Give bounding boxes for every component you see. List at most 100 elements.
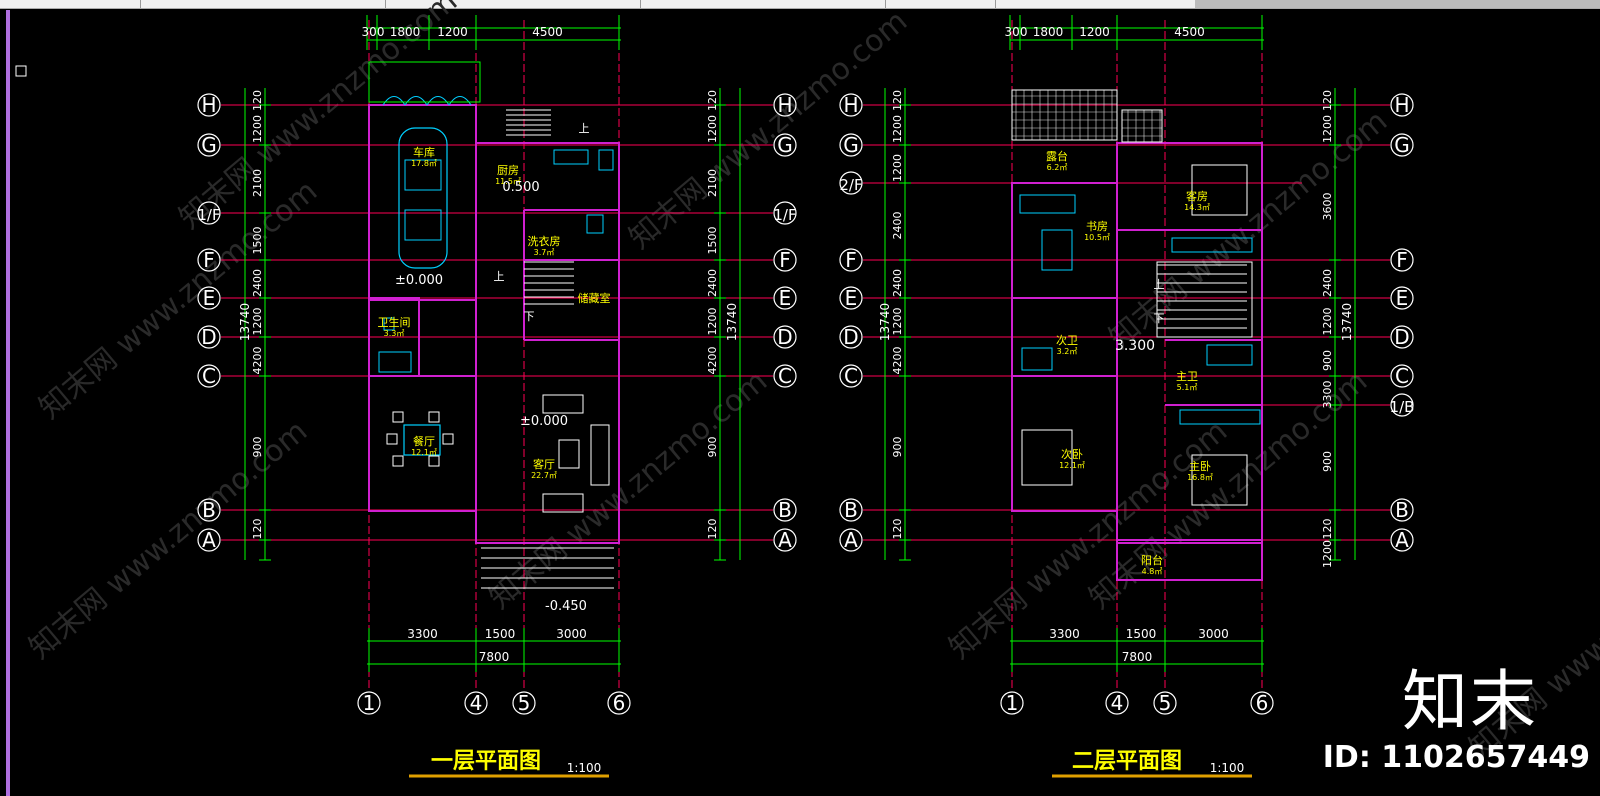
side-dim-text: 900 (1321, 350, 1334, 371)
column-bubble-circle (1000, 691, 1024, 715)
room-name: 餐厅 (413, 434, 435, 448)
total-height-text: 13740 (238, 303, 252, 341)
row-bubble-left-label: E (845, 286, 858, 310)
dining-chair (392, 455, 404, 467)
side-dim-text: 3300 (1321, 381, 1334, 409)
row-bubble-right-label: D (1394, 325, 1409, 349)
bed-guest (1191, 164, 1248, 216)
row-bubble-left-label: C (844, 364, 858, 388)
room-area: 3.3㎡ (384, 329, 405, 338)
column-bubble-circle (1250, 691, 1274, 715)
room-name: 储藏室 (578, 291, 611, 305)
column-bubble-label: 1 (1006, 691, 1019, 715)
side-dim-text: 120 (1321, 90, 1334, 111)
room-area: 5.1㎡ (1177, 383, 1198, 392)
room-area: 12.1㎡ (1059, 461, 1085, 470)
row-bubble-left-label: C (202, 364, 216, 388)
room-name: 阳台 (1141, 553, 1163, 567)
row-bubble-right-label: 1/F (773, 206, 796, 224)
row-bubble-left-label: D (201, 325, 216, 349)
stair-label: 上 (494, 270, 505, 283)
side-dim-text: 120 (891, 90, 904, 111)
row-bubble-left-label: F (845, 248, 857, 272)
row-bubble-right-label: A (778, 528, 792, 552)
row-bubble-left-circle (839, 498, 863, 522)
room-name: 次卧 (1061, 447, 1083, 461)
room-name: 露台 (1046, 149, 1068, 163)
row-bubble-left-circle (839, 325, 863, 349)
row-bubble-right-label: D (777, 325, 792, 349)
canopy-outline (368, 61, 481, 103)
plan-title: 二层平面图 (1072, 749, 1182, 774)
column-bubble-label: 5 (518, 691, 531, 715)
side-dim-text: 4200 (251, 347, 264, 375)
row-bubble-right-label: G (777, 133, 793, 157)
bottom-dim-text: 3300 (407, 627, 438, 641)
level-mark: 3.300 (1115, 338, 1155, 354)
row-bubble-right-label: B (1395, 498, 1409, 522)
total-height-text: 13740 (878, 303, 892, 341)
plan-title: 一层平面图 (431, 749, 541, 774)
side-dim-text: 2400 (891, 212, 904, 240)
room-name: 主卧 (1189, 460, 1211, 473)
kitchen-stove (598, 149, 614, 171)
side-dim-text: 1200 (251, 115, 264, 143)
row-bubble-right-circle (1390, 325, 1414, 349)
row-bubble-left-label: H (843, 93, 858, 117)
study-sofa (1019, 194, 1076, 214)
row-bubble-left-label: B (202, 498, 216, 522)
row-bubble-left-label: H (201, 93, 216, 117)
side-dim-text: 2400 (891, 269, 904, 297)
row-bubble-left-label: 1/F (197, 206, 220, 224)
toolbar-cell (385, 0, 641, 8)
column-bubble-circle (1105, 691, 1129, 715)
column-bubble-circle (1153, 691, 1177, 715)
room-area: 17.8㎡ (411, 159, 437, 168)
column-bubble-label: 6 (1256, 691, 1269, 715)
row-bubble-right-circle (773, 201, 797, 225)
room-area: 3.7㎡ (534, 248, 555, 257)
row-bubble-right-circle (773, 325, 797, 349)
row-bubble-left-circle (839, 528, 863, 552)
toolbar-cell (640, 0, 886, 8)
room-name: 客房 (1186, 189, 1208, 203)
row-bubble-left-circle (839, 171, 863, 195)
row-bubble-left-circle (197, 286, 221, 310)
terrace-tiles (1011, 89, 1118, 141)
room-area: 22.7㎡ (531, 471, 557, 480)
room-area: 14.3㎡ (1184, 203, 1210, 212)
row-bubble-left-circle (197, 133, 221, 157)
room-name: 客厅 (533, 457, 555, 471)
total-width-text: 7800 (1122, 650, 1153, 664)
kitchen-sink (553, 149, 589, 165)
canopy-arc (448, 96, 472, 106)
row-bubble-right-circle (773, 133, 797, 157)
bathtub-master (1206, 344, 1253, 366)
bottom-dim-text: 3000 (556, 627, 587, 641)
side-dim-text: 2400 (251, 269, 264, 297)
top-dim-text: 1800 (390, 25, 421, 39)
row-bubble-right-circle (1390, 528, 1414, 552)
resource-id: ID: 1102657449 (1322, 740, 1590, 775)
room-name: 主卫 (1176, 370, 1198, 383)
top-dim-text: 4500 (532, 25, 563, 39)
room-name: 厨房 (497, 164, 519, 177)
level-mark: ±0.000 (395, 273, 443, 288)
left-edge-bar (6, 10, 10, 796)
column-bubble-label: 4 (470, 691, 483, 715)
row-bubble-right-label: B (778, 498, 792, 522)
room-name: 卫生间 (378, 315, 411, 329)
room-area: 3.2㎡ (1057, 347, 1078, 356)
side-dim-text: 1200 (891, 115, 904, 143)
column-bubble-label: 4 (1111, 691, 1124, 715)
side-dim-text: 1200 (891, 154, 904, 182)
row-bubble-right-label: E (779, 286, 792, 310)
row-bubble-right-label: C (778, 364, 792, 388)
row-bubble-right-label: H (1394, 93, 1409, 117)
wall-dining (368, 375, 477, 512)
column-bubble-label: 1 (363, 691, 376, 715)
row-bubble-left-label: B (844, 498, 858, 522)
room-area: 10.5㎡ (1084, 233, 1110, 242)
stair-label: 上 (579, 122, 590, 135)
